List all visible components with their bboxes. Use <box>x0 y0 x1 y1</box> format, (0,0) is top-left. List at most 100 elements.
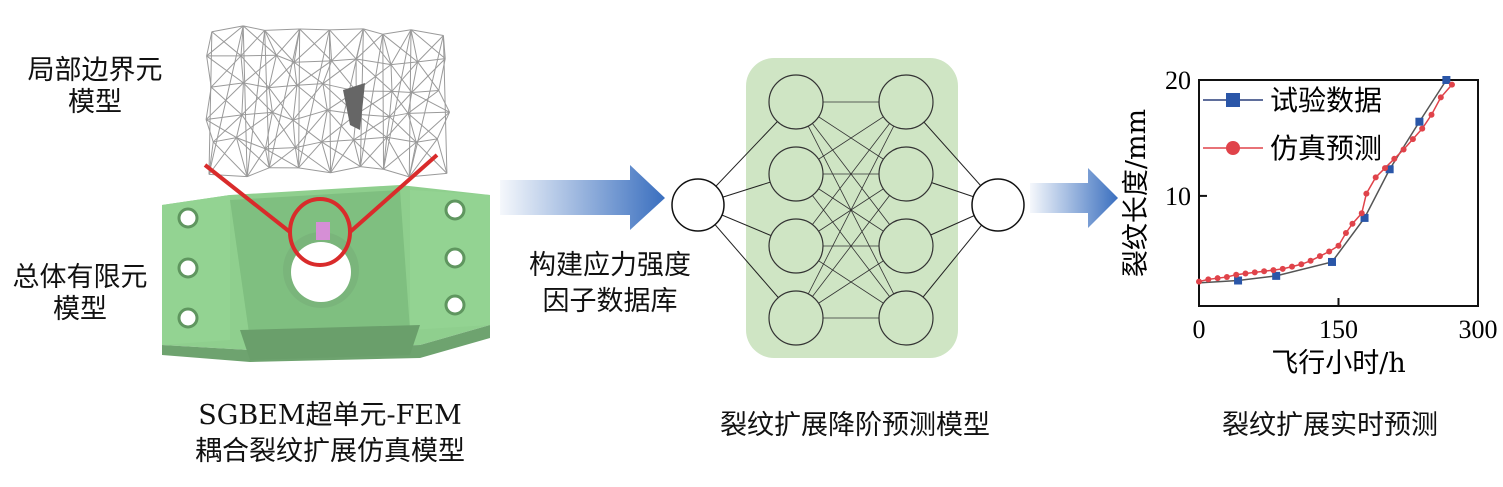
mesh-edge <box>292 85 298 121</box>
mesh-edge <box>243 25 265 31</box>
mesh-edge <box>205 119 237 139</box>
mesh-edge <box>390 64 393 92</box>
mesh-edge <box>360 136 388 167</box>
legend-label: 仿真预测 <box>1270 132 1382 165</box>
mesh-edge <box>205 119 214 143</box>
middle-caption: 裂纹扩展降阶预测模型 <box>720 410 990 441</box>
legend-label: 试验数据 <box>1270 84 1382 117</box>
data-point-circle <box>1289 263 1295 270</box>
arrow-right-1 <box>500 165 665 230</box>
mesh-edge <box>264 148 270 168</box>
mesh-edge <box>268 87 294 121</box>
data-point-circle <box>1391 155 1398 162</box>
nn-edge <box>795 173 907 319</box>
hidden-node <box>768 146 824 202</box>
mesh-edge <box>356 90 393 115</box>
data-point-circle <box>1335 242 1342 249</box>
mesh-edge <box>235 114 243 138</box>
mesh-edge <box>293 29 330 63</box>
mesh-edge <box>321 141 332 173</box>
mesh-edge <box>236 111 273 139</box>
mesh-edge <box>330 139 355 174</box>
mesh-edge <box>243 82 269 89</box>
mesh-edge <box>331 58 357 62</box>
x-tick-label: 150 <box>1319 315 1358 344</box>
hidden-node <box>878 146 934 202</box>
mesh-edge <box>295 147 331 174</box>
mesh-edge <box>322 58 357 85</box>
mesh-edge <box>410 29 446 60</box>
mesh-edge <box>240 25 244 56</box>
hidden-node <box>878 218 934 274</box>
hidden-node <box>878 74 934 130</box>
mesh-edge <box>391 90 412 93</box>
mesh-edge <box>363 28 383 35</box>
data-point-circle <box>1307 257 1314 264</box>
data-point-circle <box>1419 125 1426 132</box>
data-point-circle <box>1223 274 1230 281</box>
data-point-circle <box>1382 165 1388 172</box>
mesh-edge <box>438 90 450 113</box>
mesh-edge <box>382 29 412 35</box>
data-point-circle <box>1342 229 1349 236</box>
mesh-edge <box>246 148 266 177</box>
mesh-edge <box>208 137 237 175</box>
hidden-node <box>768 74 824 130</box>
data-point-square <box>1442 76 1451 84</box>
data-point-square <box>1327 257 1336 266</box>
mesh-edge <box>382 34 385 170</box>
mesh-edge <box>276 28 301 56</box>
global-fem-label: 总体有限元模型 <box>0 262 160 326</box>
mesh-edge <box>236 137 270 169</box>
mesh-edge <box>240 29 266 57</box>
data-point-square <box>1234 276 1243 285</box>
mesh-edge <box>389 92 413 118</box>
mesh-edge <box>246 167 270 178</box>
mesh-edge <box>264 30 270 168</box>
mesh-edge <box>383 29 412 170</box>
label-line: 构建应力强度 <box>529 250 691 281</box>
mesh-edge <box>355 58 393 92</box>
data-point-circle <box>1349 220 1356 227</box>
database-label: 构建应力强度因子数据库 <box>510 248 710 320</box>
mesh-edge <box>417 35 444 63</box>
mesh-edge <box>362 28 392 65</box>
mesh-edge <box>355 28 364 60</box>
mesh-edge <box>212 114 243 143</box>
crack-patch <box>343 83 365 130</box>
data-point-circle <box>1326 248 1333 255</box>
mesh-edge <box>240 54 277 57</box>
mesh-edge <box>411 61 419 93</box>
y-tick-label: 10 <box>1165 182 1191 211</box>
mesh-edge <box>208 25 244 175</box>
mesh-edge <box>210 86 243 116</box>
mesh-edge <box>293 28 301 63</box>
mesh-edge <box>331 28 364 62</box>
label-line: 模型 <box>68 87 122 118</box>
label-line: 局部边界元 <box>27 55 163 86</box>
mesh-edge <box>356 113 388 138</box>
mesh-edge <box>359 34 384 167</box>
mesh-edge <box>330 166 361 174</box>
mesh-edge <box>322 83 328 111</box>
data-point-circle <box>1270 267 1277 274</box>
data-point-circle <box>1205 276 1212 283</box>
legend-marker <box>1226 141 1240 155</box>
mesh-edge <box>206 114 242 121</box>
nn-edge <box>795 101 907 319</box>
mesh-edge <box>264 112 273 149</box>
mesh-edge <box>298 167 331 174</box>
mesh-edge <box>211 82 244 88</box>
mesh-edge <box>436 111 451 140</box>
data-point-square <box>1272 271 1281 280</box>
data-point-circle <box>1448 81 1455 88</box>
data-point-circle <box>1372 174 1379 181</box>
mesh-edge <box>407 92 413 114</box>
finite-element-part <box>162 185 490 362</box>
mesh-edge <box>206 55 244 84</box>
mesh-edge <box>390 29 412 65</box>
mesh-edge <box>408 111 450 114</box>
mesh-edge <box>211 31 242 57</box>
mesh-edge <box>411 92 450 113</box>
